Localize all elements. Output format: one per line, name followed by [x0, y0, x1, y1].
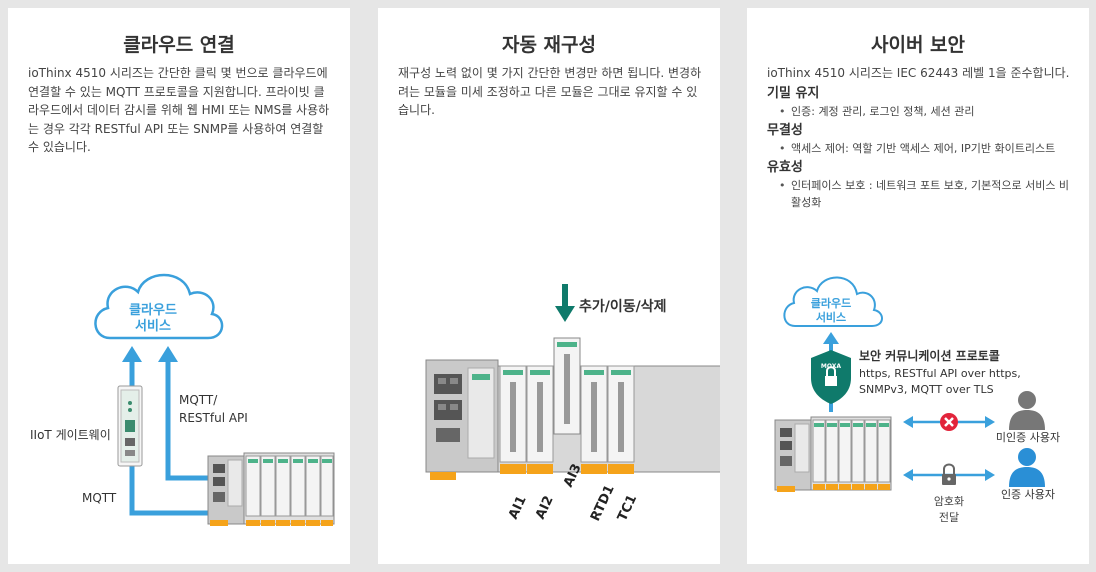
- cloud-connection-panel: 클라우드 연결 ioThinx 4510 시리즈는 간단한 클릭 몇 번으로 클…: [8, 8, 350, 564]
- module-label-rtd1: RTD1: [588, 483, 618, 524]
- module-connectors: [430, 464, 634, 480]
- cloud-service-label-1: 클라우드: [129, 302, 177, 318]
- cloud-icon: [94, 273, 224, 340]
- module-label-ai2: AI2: [533, 494, 557, 522]
- authorized-user-label: 인증 사용자: [1001, 488, 1055, 501]
- mqtt-rest-label-1: MQTT/: [179, 393, 218, 407]
- protocol-title: 보안 커뮤니케이션 프로토콜: [859, 348, 1000, 363]
- lock-icon: [942, 463, 956, 485]
- iiot-gateway-device: [117, 385, 143, 467]
- section-heading-integrity: 무결성: [767, 122, 803, 138]
- unauthorized-user-label: 미인증 사용자: [996, 431, 1060, 444]
- security-panel-body: ioThinx 4510 시리즈는 IEC 62443 레벨 1을 준수합니다.…: [767, 64, 1071, 211]
- cloud-panel-description: ioThinx 4510 시리즈는 간단한 클릭 몇 번으로 클라우드에 연결할…: [28, 66, 330, 154]
- mqtt-label: MQTT: [82, 491, 117, 505]
- encrypted-transfer-label-2: 전달: [939, 511, 959, 524]
- list-item: 인터페이스 보호 : 네트워크 포트 보호, 기본적으로 서비스 비활성화: [779, 177, 1071, 211]
- section-heading-confidentiality: 기밀 유지: [767, 85, 820, 101]
- list-item: 액세스 제어: 역할 기반 액세스 제어, IP기반 화이트리스트: [779, 140, 1071, 157]
- cloud-service-label-2: 서비스: [816, 310, 846, 324]
- encrypted-transfer-label-1: 암호화: [934, 495, 964, 508]
- list-item: 인증: 계정 관리, 로그인 정책, 세션 관리: [779, 103, 1071, 120]
- cloud-service-label-2: 서비스: [135, 319, 171, 334]
- security-panel-description: ioThinx 4510 시리즈는 IEC 62443 레벨 1을 준수합니다.: [767, 66, 1070, 80]
- authorized-user-icon: [1009, 448, 1045, 487]
- availability-list: 인터페이스 보호 : 네트워크 포트 보호, 기본적으로 서비스 비활성화: [779, 177, 1071, 211]
- auto-reconfiguration-panel: 자동 재구성 재구성 노력 없이 몇 가지 간단한 변경만 하면 됩니다. 변경…: [378, 8, 720, 564]
- security-diagram: 클라우드 서비스 MOXA 보안 커뮤니케이션 프로토콜 https, REST…: [774, 276, 1060, 524]
- cloud-connection-diagram: 클라우드 서비스 IIoT 게이트웨이 MQTT MQTT/ RESTful A…: [30, 273, 335, 526]
- protocol-line-2: SNMPv3, MQTT over TLS: [859, 383, 994, 396]
- reconfig-diagram: 추가/이동/삭제: [425, 284, 720, 524]
- mqtt-rest-label-2: RESTful API: [179, 411, 248, 425]
- blocked-icon: [940, 413, 958, 431]
- cloud-icon: [783, 276, 883, 327]
- integrity-list: 액세스 제어: 역할 기반 액세스 제어, IP기반 화이트리스트: [779, 140, 1071, 157]
- security-panel-title: 사이버 보안: [870, 34, 965, 56]
- section-heading-availability: 유효성: [767, 159, 803, 175]
- io-modules: [499, 337, 635, 463]
- add-move-delete-label: 추가/이동/삭제: [579, 298, 667, 315]
- module-status-leds: [503, 342, 631, 375]
- module-label-tc1: TC1: [615, 492, 640, 523]
- cloud-service-label-1: 클라우드: [811, 296, 851, 310]
- iothinx-controller: [774, 416, 892, 492]
- shield-brand-text: MOXA: [821, 363, 841, 370]
- unauthorized-user-icon: [1009, 391, 1045, 430]
- insert-arrow: [555, 284, 575, 322]
- iiot-gateway-label: IIoT 게이트웨이: [30, 428, 111, 442]
- iothinx-controller: [207, 452, 335, 526]
- reconfig-panel-description: 재구성 노력 없이 몇 가지 간단한 변경만 하면 됩니다. 변경하려는 모듈을…: [398, 66, 702, 117]
- cyber-security-panel: 사이버 보안 ioThinx 4510 시리즈는 IEC 62443 레벨 1을…: [747, 8, 1089, 564]
- shield-icon: [811, 350, 851, 404]
- module-terminals: [510, 354, 624, 452]
- confidentiality-list: 인증: 계정 관리, 로그인 정책, 세션 관리: [779, 103, 1071, 120]
- reconfig-panel-title: 자동 재구성: [501, 34, 596, 56]
- module-label-ai1: AI1: [506, 494, 530, 522]
- cloud-panel-title: 클라우드 연결: [123, 34, 235, 56]
- protocol-line-1: https, RESTful API over https,: [859, 367, 1021, 380]
